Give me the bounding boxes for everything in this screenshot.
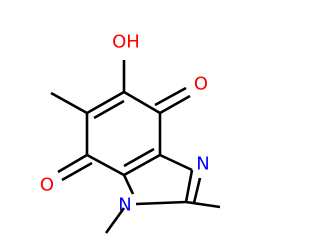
methyl-nitrogen-label: N [118,195,131,216]
bond-n1-methyl [104,207,126,234]
carbonyl-oxygen-right-label: O [194,74,208,95]
bond-c2-n1 [135,200,187,206]
hydroxyl-label: OH [112,32,140,53]
bond-c3a-n3 [159,153,193,172]
bond-c7-o-double-b [61,161,93,182]
bond-c7-o-double-a [57,153,88,174]
bond-c4-o-double-a [159,94,191,115]
structure-drawing: OH O O N N [40,32,221,234]
bond-c4-o-double-b [154,86,187,107]
bond-c4-c5 [123,90,161,115]
molecule-diagram: OH O O N N [40,32,221,234]
bond-c7-c7a [86,153,125,177]
bond-n3-c2 [184,169,194,203]
bond-n3-c2-double [192,177,202,204]
bond-c7a-c3a [123,153,161,177]
bond-c5-c6 [86,90,125,115]
imine-nitrogen-label: N [196,154,209,175]
carbonyl-oxygen-left-label: O [40,175,54,196]
bond-c6-methyl [50,91,88,115]
bond-n1-c7a [122,174,135,195]
bond-c2-methyl [185,200,221,209]
bond-c7a-c3a-double [123,147,155,168]
bond-c6-c6-double [93,99,125,120]
